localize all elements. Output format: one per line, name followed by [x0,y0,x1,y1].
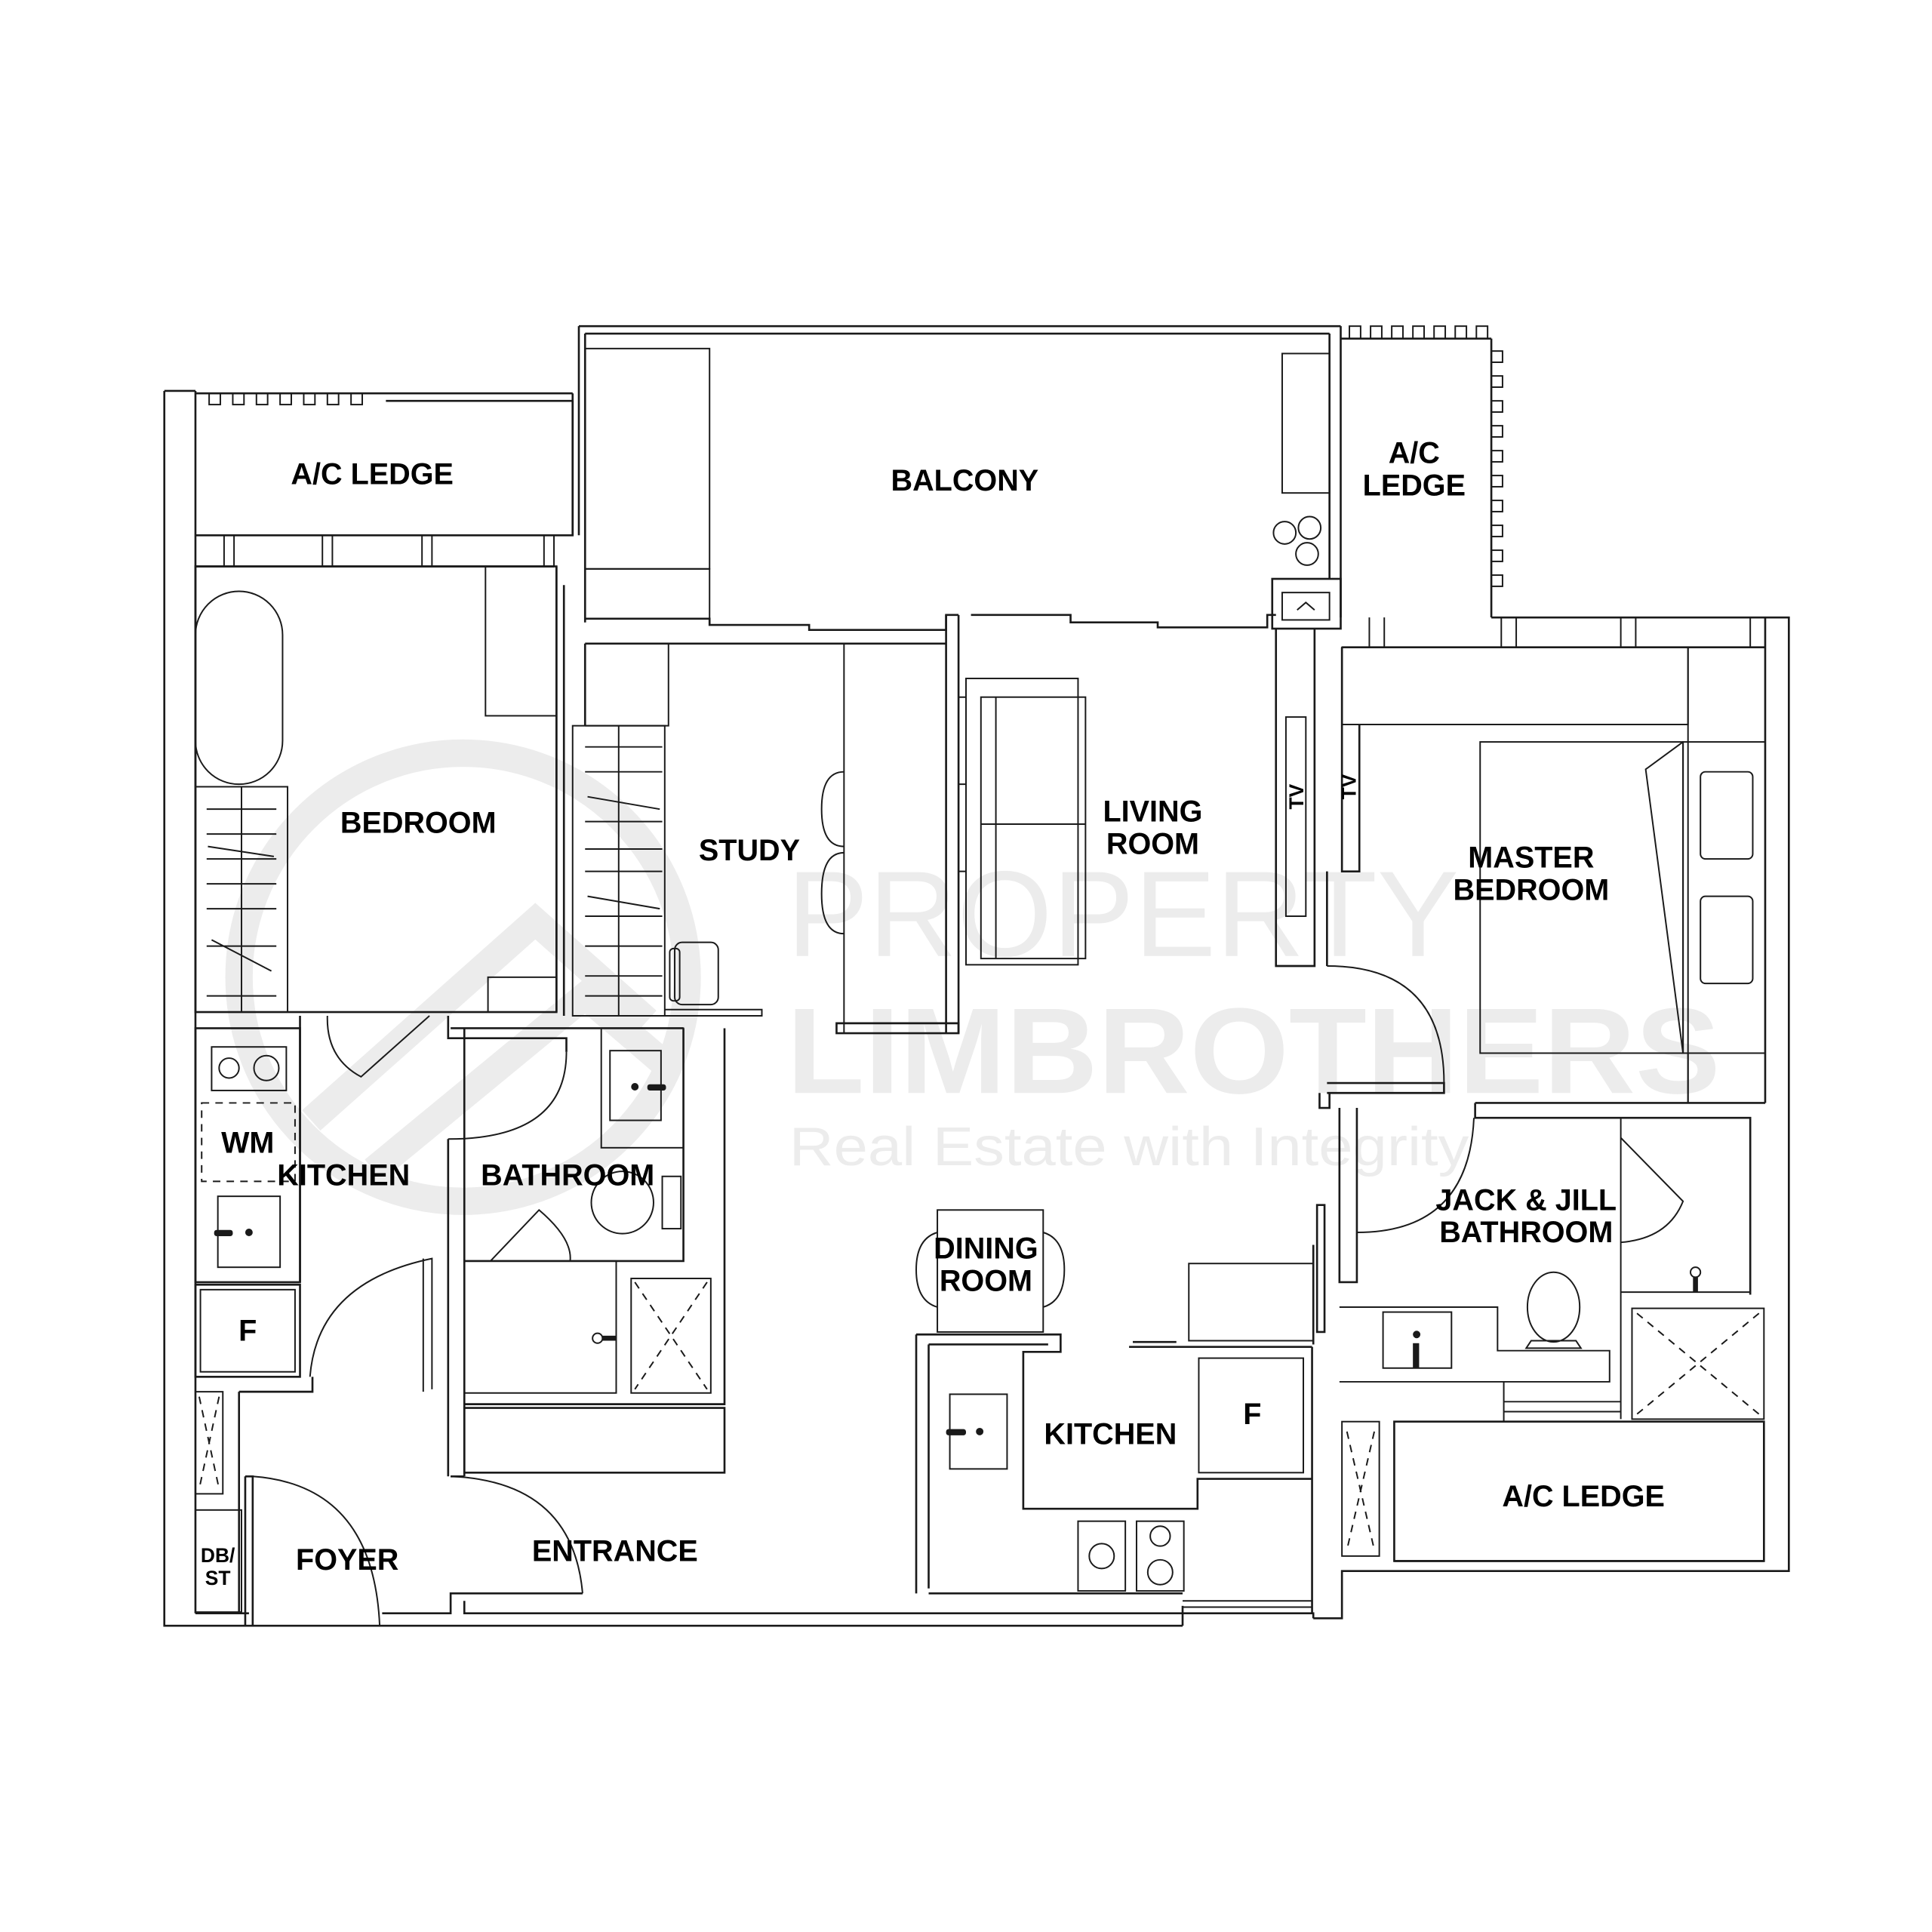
balcony-area [584,347,1342,1034]
living-room-area [958,628,1361,968]
study-area [571,643,960,1035]
label-bathroom: BATHROOM [481,1158,654,1192]
label-dining-room-1: DINING [934,1232,1038,1266]
jack-jill-bathroom-area [1315,1093,1765,1422]
ac-ledge-right-louvres [1349,325,1503,587]
label-dining-room-2: ROOM [940,1265,1032,1298]
watermark-line1: PROPERTY [786,847,1459,983]
label-kitchen-right: KITCHEN [1044,1417,1177,1451]
watermark-line2: LIMBROTHERS [786,983,1720,1119]
master-bedroom-area [1327,617,1766,1104]
kitchen-dining-area [915,1209,1315,1614]
watermark-tagline: Real Estate with Integrity [789,1116,1469,1177]
label-entrance: ENTRANCE [532,1534,698,1567]
fixture-labels: WM F F TV TV [221,774,1360,1431]
label-foyer: FOYER [296,1543,398,1577]
label-jack-jill-2: BATHROOM [1439,1216,1613,1249]
ac-ledge-left-louvres [208,392,363,406]
label-db-st-2: ST [205,1567,231,1589]
ac-ledge-bottom-right-area [1341,1420,1765,1562]
label-fridge-right: F [1243,1398,1261,1431]
label-ac-ledge-bottom-right: A/C LEDGE [1502,1480,1665,1513]
room-labels: A/C LEDGE BALCONY A/C LEDGE BEDROOM STUD… [201,437,1665,1589]
label-ac-ledge-left: A/C LEDGE [291,458,454,491]
label-tv-living: TV [1285,783,1308,809]
label-washing-machine: WM [221,1126,274,1159]
label-ac-ledge-top-right-1: A/C [1389,437,1440,470]
label-kitchen-left: KITCHEN [277,1158,410,1192]
label-fridge-left: F [238,1314,257,1347]
label-living-room-2: ROOM [1106,828,1199,861]
label-ac-ledge-top-right-2: LEDGE [1363,469,1466,502]
label-study: STUDY [699,834,800,867]
kitchen-bathroom-foyer-area [194,1015,726,1626]
label-master-bedroom-1: MASTER [1468,841,1594,875]
bedroom-area [194,393,574,1016]
label-master-bedroom-2: BEDROOM [1454,874,1610,907]
watermark: PROPERTY LIMBROTHERS Real Estate with In… [225,739,1721,1215]
label-db-st-1: DB/ [201,1544,235,1567]
label-tv-master: TV [1337,774,1360,799]
label-jack-jill-1: JACK & JILL [1435,1183,1617,1217]
label-living-room-1: LIVING [1103,795,1202,829]
label-balcony: BALCONY [891,464,1038,497]
label-bedroom: BEDROOM [340,807,497,840]
